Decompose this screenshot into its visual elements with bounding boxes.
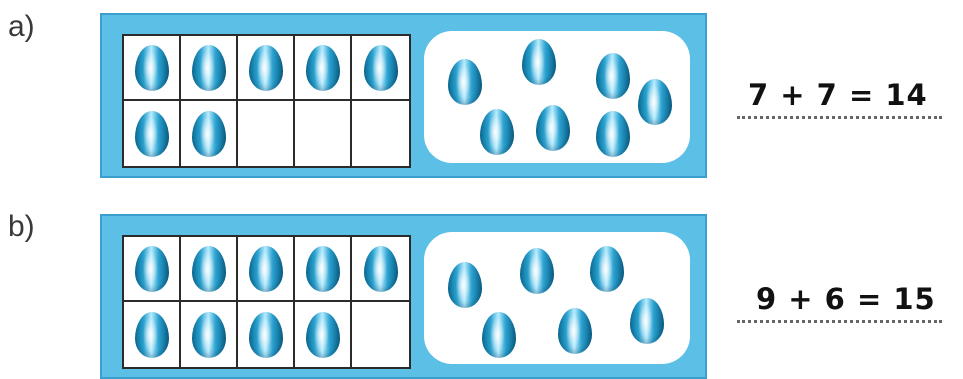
egg-icon	[306, 312, 340, 358]
egg-icon	[135, 312, 169, 358]
ten-frame-b	[122, 235, 411, 369]
egg-icon	[364, 246, 398, 292]
egg-icon	[482, 312, 516, 358]
egg-icon	[520, 248, 554, 294]
ten-frame-cell-empty	[238, 101, 295, 166]
ten-frame-cell-filled	[124, 101, 181, 166]
egg-panel-b	[100, 214, 707, 379]
egg-panel-a	[100, 13, 707, 178]
egg-icon	[249, 45, 283, 91]
ten-frame-cell-filled	[238, 302, 295, 367]
ten-frame-cell-empty	[352, 302, 409, 367]
egg-icon	[192, 312, 226, 358]
ten-frame-cell-filled	[181, 237, 238, 302]
egg-icon	[364, 45, 398, 91]
egg-icon	[135, 45, 169, 91]
egg-icon	[192, 246, 226, 292]
answer-line-b	[737, 320, 942, 323]
egg-icon	[596, 111, 630, 157]
ten-frame-cell-filled	[181, 36, 238, 101]
egg-icon	[448, 262, 482, 308]
ten-frame-cell-filled	[295, 36, 352, 101]
ten-frame-cell-filled	[352, 237, 409, 302]
egg-icon	[135, 111, 169, 157]
ten-frame-cell-empty	[295, 101, 352, 166]
egg-icon	[522, 39, 556, 85]
egg-icon	[558, 308, 592, 354]
egg-icon	[192, 45, 226, 91]
egg-icon	[630, 298, 664, 344]
ten-frame-cell-filled	[352, 36, 409, 101]
loose-eggs-area-a	[424, 31, 690, 163]
ten-frame-cell-filled	[124, 237, 181, 302]
row-label-b: b)	[8, 210, 35, 244]
answer-line-a	[737, 116, 942, 119]
ten-frame-cell-filled	[295, 302, 352, 367]
egg-icon	[536, 105, 570, 151]
egg-icon	[306, 45, 340, 91]
egg-icon	[590, 246, 624, 292]
ten-frame-cell-filled	[181, 302, 238, 367]
ten-frame-cell-filled	[295, 237, 352, 302]
ten-frame-cell-filled	[124, 36, 181, 101]
egg-icon	[596, 53, 630, 99]
ten-frame-cell-filled	[124, 302, 181, 367]
ten-frame-cell-filled	[238, 237, 295, 302]
loose-eggs-area-b	[424, 232, 690, 364]
ten-frame-a	[122, 34, 411, 168]
egg-icon	[638, 79, 672, 125]
equation-a: 7 + 7 = 14	[748, 78, 928, 112]
egg-icon	[135, 246, 169, 292]
equation-b: 9 + 6 = 15	[756, 282, 936, 316]
ten-frame-cell-filled	[238, 36, 295, 101]
ten-frame-cell-empty	[352, 101, 409, 166]
egg-icon	[192, 111, 226, 157]
ten-frame-cell-filled	[181, 101, 238, 166]
egg-icon	[249, 312, 283, 358]
egg-icon	[306, 246, 340, 292]
egg-icon	[480, 109, 514, 155]
egg-icon	[249, 246, 283, 292]
egg-icon	[448, 59, 482, 105]
row-label-a: a)	[8, 10, 35, 44]
